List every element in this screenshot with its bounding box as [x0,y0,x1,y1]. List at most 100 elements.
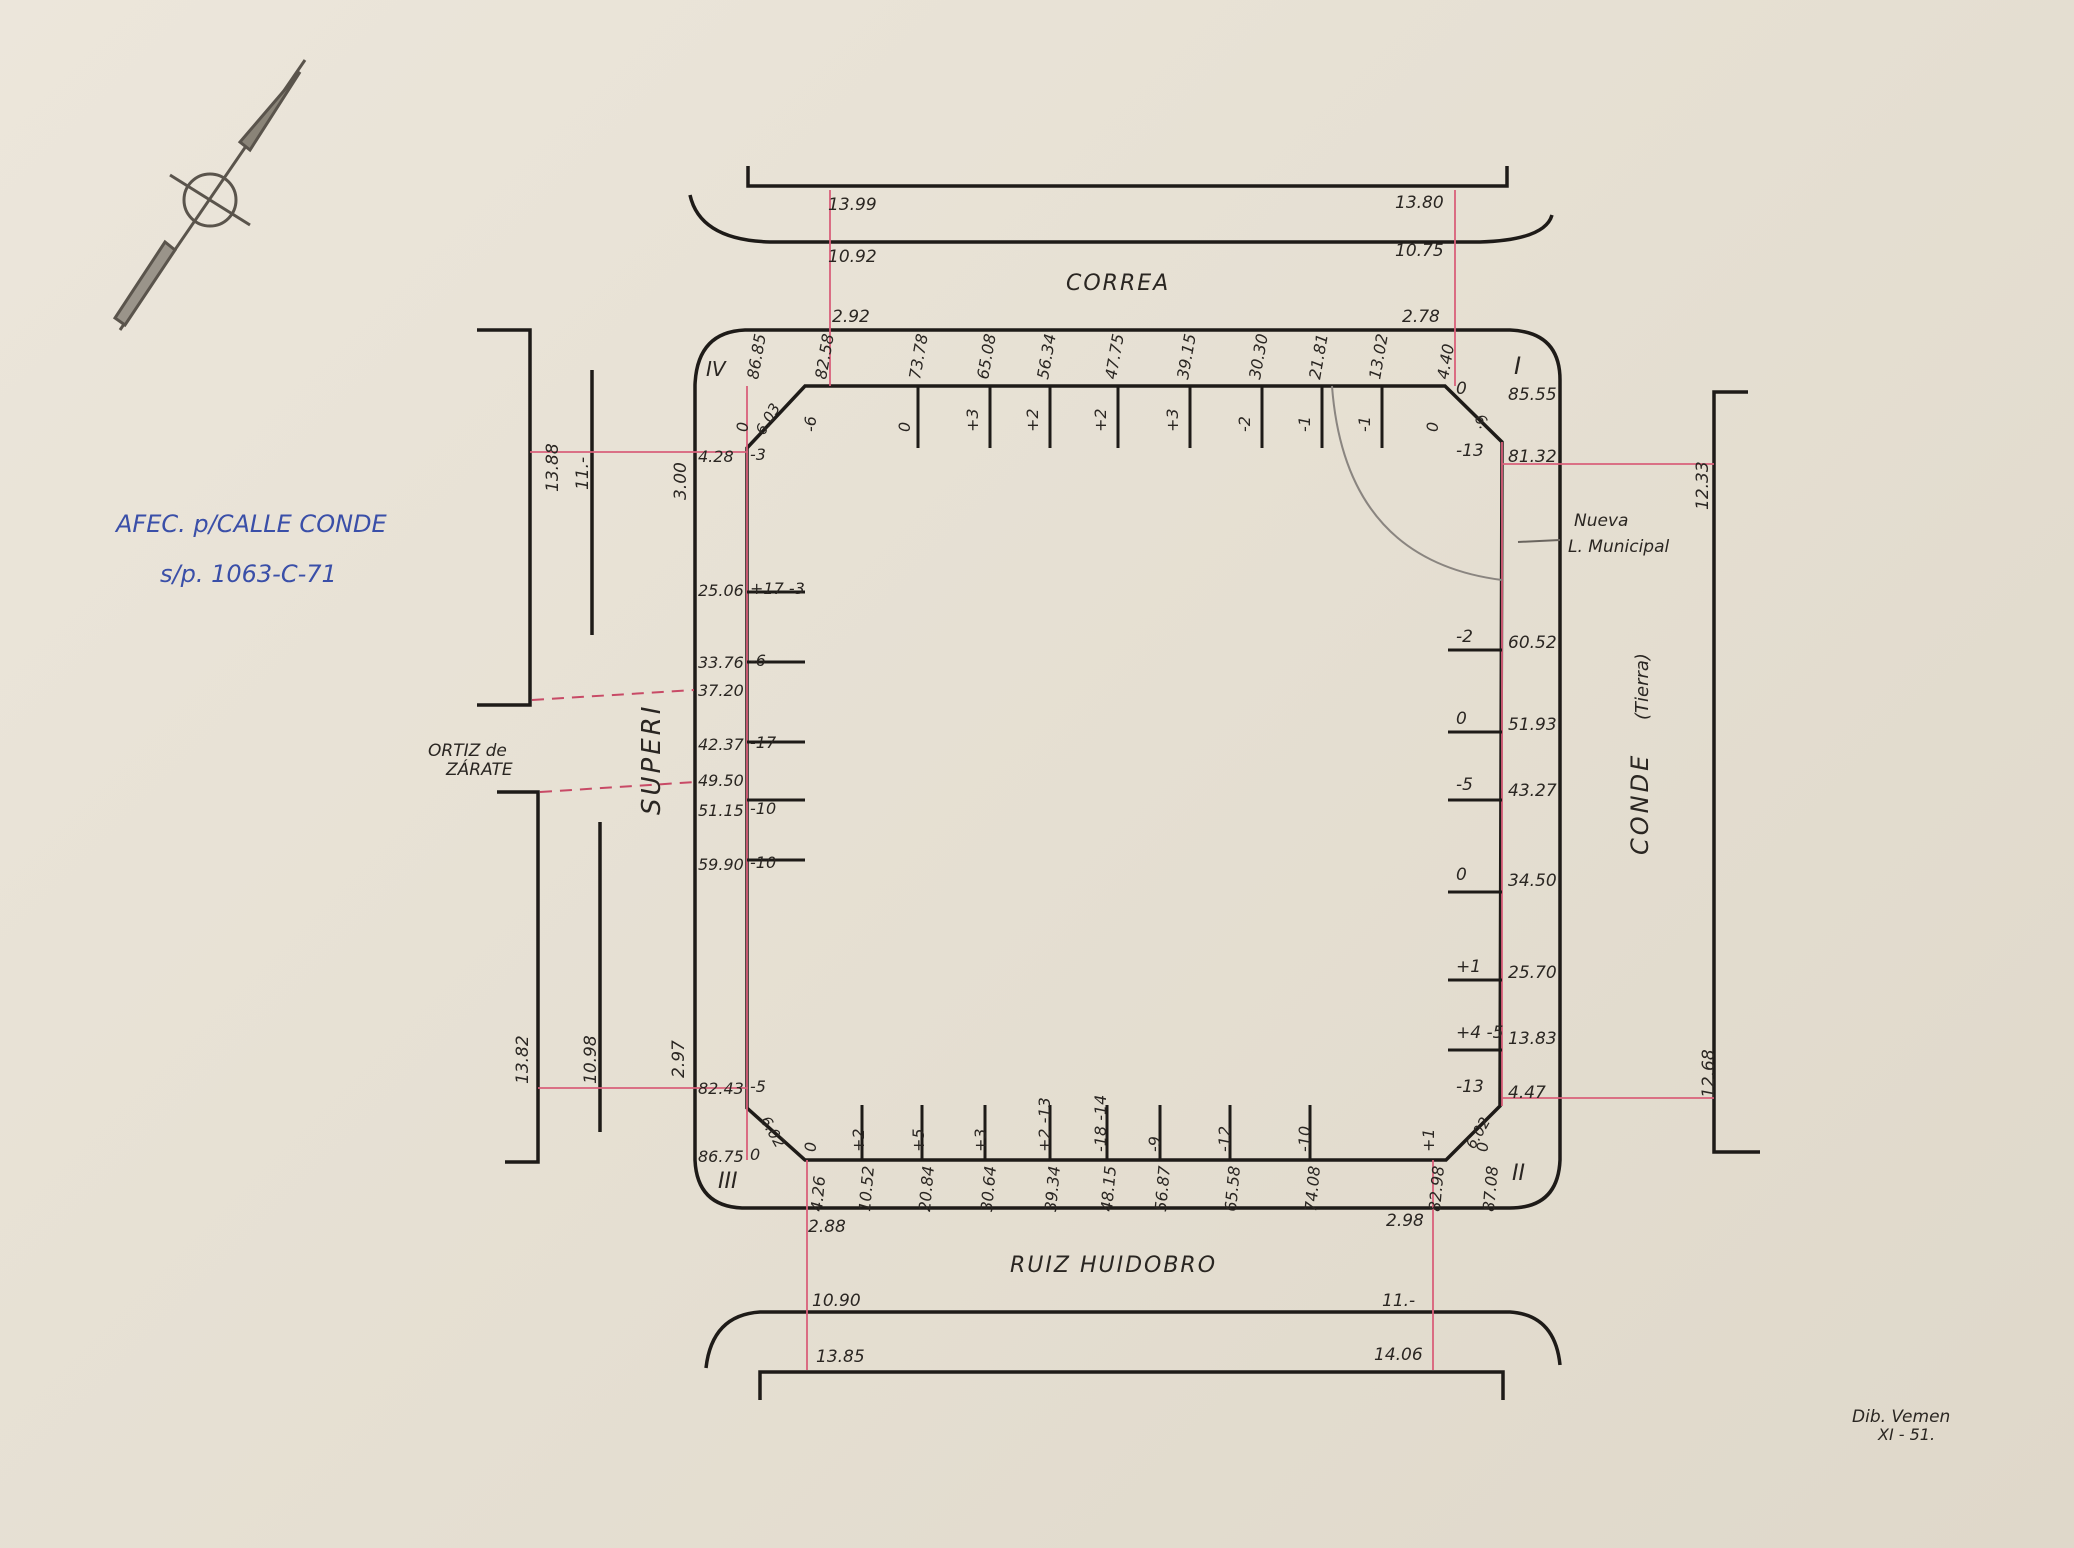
station-top-level: -1 [1355,416,1374,432]
station-left-level: 0 [750,1145,760,1164]
corner-label-I: I [1514,352,1521,380]
affectation-note-line1: AFEC. p/CALLE CONDE [114,510,388,538]
street-correa [688,166,1554,244]
station-top-level: 0 [1423,422,1442,432]
corner-label-III: III [718,1169,737,1194]
left-ticks [747,590,805,862]
ortiz-de-zarate-cross-dashes [531,689,697,793]
street-name-right: CONDE [1626,753,1654,855]
station-bottom-level: +2 [849,1128,868,1152]
right-ticks [1448,648,1502,1052]
street-name-bottom: RUIZ HUIDOBRO [1010,1253,1217,1278]
station-left-distance: 42.37 [698,735,745,754]
station-right-level: -5 [1456,775,1473,795]
station-right-distance: 4.47 [1508,1083,1546,1103]
dim-left-upper-inner: 11.- [573,457,593,490]
affectation-note-line2: s/p. 1063-C-71 [160,560,337,588]
station-right-level: -13 [1456,441,1484,461]
municipal-line-curve [1331,385,1503,581]
station-bottom-distance: 48.15 [1097,1165,1120,1212]
station-bottom-level: +3 [971,1128,990,1152]
dim-bottom-left-outer: 13.85 [816,1347,865,1367]
dim-top-left-outer: 13.99 [828,195,877,215]
station-top-level: +3 [1163,408,1182,432]
station-top-distance: 86.85 [743,332,770,380]
block-outline-inner [745,384,1504,1162]
dim-top-left-sidewalk: 2.92 [832,307,870,327]
dim-bottom-left-sidewalk: 2.88 [808,1217,846,1237]
station-left-level: -17 [750,733,777,752]
municipal-line-arrow [1517,539,1561,543]
station-right-level: 0 [1456,865,1467,885]
station-left-distance: 59.90 [698,855,744,874]
dim-top-right-outer: 13.80 [1395,193,1444,213]
station-right-distance: 43.27 [1508,781,1557,801]
street-ruiz-huidobro [704,1310,1562,1400]
station-left-distance: 82.43 [698,1079,744,1098]
station-top-distance: 73.78 [905,332,932,380]
station-right-distance: 85.55 [1508,385,1557,405]
station-bottom-level: +5 [909,1128,928,1152]
dimension-guides [530,190,1714,1370]
station-right-distance: 51.93 [1508,715,1557,735]
station-bottom-distance: 10.52 [855,1165,878,1212]
station-right-distance: 60.52 [1508,633,1557,653]
station-top-distance: 21.81 [1305,332,1332,380]
station-left-distance: 86.75 [698,1147,744,1166]
station-right-distance: 25.70 [1508,963,1557,983]
municipal-note-line1: Nueva [1574,511,1628,531]
station-left-level: -10 [750,853,776,872]
station-top-level: 0 [733,422,752,432]
station-right-distance: 81.32 [1508,447,1557,467]
station-left-distance: 25.06 [698,581,744,600]
signature-line2: XI - 51. [1877,1425,1935,1444]
station-top-level: +3 [963,408,982,432]
street-conde [1712,390,1760,1154]
station-bottom-distance: 4.26 [807,1175,829,1212]
chamfer-bottom-left: 6.02 [757,1113,789,1151]
street-note-right: (Tierra) [1632,653,1653,720]
station-right-level: 0 [1456,379,1467,399]
dim-bottom-right-outer: 14.06 [1374,1345,1423,1365]
signature-line1: Dib. Vemen [1852,1407,1950,1427]
north-arrow-icon [112,59,307,331]
dim-left-lower-outer: 13.82 [513,1035,533,1084]
dim-top-left-inner: 10.92 [828,247,877,267]
dim-top-right-sidewalk: 2.78 [1402,307,1440,327]
dim-left-upper-sidewalk: 3.00 [671,462,691,500]
station-left-level: +17 -3 [750,579,805,598]
station-left-level: -5 [750,1077,766,1096]
station-left-level: -10 [750,799,776,818]
cross-street-line2: ZÁRATE [445,758,513,780]
station-top-level: -1 [1295,416,1314,432]
station-left-distance: 33.76 [698,653,744,672]
station-top-level: +2 [1023,408,1042,432]
dim-right-lower-outer: 12.68 [1699,1049,1719,1098]
station-bottom-level: -18 -14 [1091,1095,1110,1152]
station-right-level: +1 [1456,957,1481,977]
dim-top-right-inner: 10.75 [1395,241,1444,261]
station-right-distance: 34.50 [1508,871,1557,891]
dim-left-lower-sidewalk: 2.97 [669,1040,689,1078]
station-right-distance: 13.83 [1508,1029,1557,1049]
station-top-distance: 65.08 [973,332,1000,380]
street-name-left: SUPERI [637,704,667,815]
station-bottom-distance: 30.64 [977,1165,1000,1212]
station-top-distance: 47.75 [1101,332,1128,380]
station-top-distance: 13.02 [1365,332,1392,380]
station-bottom-level: -9 [1145,1136,1164,1152]
dim-bottom-left-inner: 10.90 [812,1291,861,1311]
station-left-distance: 4.28 [698,447,734,466]
station-bottom-level: -10 [1295,1126,1314,1152]
dim-bottom-right-inner: 11.- [1382,1291,1415,1311]
bottom-ticks [860,1105,1312,1160]
station-bottom-distance: 65.58 [1221,1165,1244,1212]
corner-label-II: II [1512,1161,1525,1186]
dim-left-upper-outer: 13.88 [543,443,563,492]
station-bottom-level: +1 [1419,1128,1438,1152]
cross-street-line1: ORTIZ de [428,741,507,761]
station-right-level: -13 [1456,1077,1484,1097]
chamfer-top-left: 6.03 [752,400,784,438]
